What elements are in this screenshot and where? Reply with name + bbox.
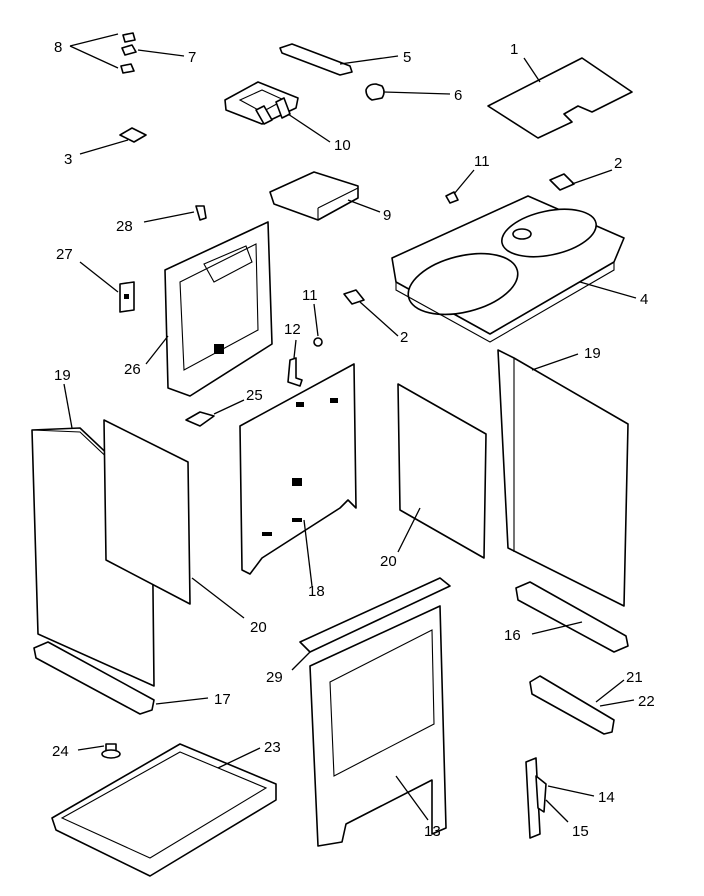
callout-10: 10 — [334, 137, 351, 154]
part-21-22-rail — [529, 675, 615, 735]
part-10-hinge — [224, 81, 299, 125]
part-1-sheet — [487, 57, 633, 139]
part-27-plate — [119, 281, 135, 313]
part-25-clip — [185, 411, 215, 427]
part-13-front-frame — [309, 605, 447, 847]
part-11-top-clip — [445, 191, 459, 204]
callout-2-mid: 2 — [400, 329, 408, 346]
part-12-bracket — [287, 357, 303, 387]
part-19-right-side-panel — [497, 349, 629, 607]
leader-lines — [63, 33, 637, 823]
callout-24: 24 — [52, 743, 69, 760]
part-29-strip — [299, 577, 451, 653]
callout-16: 16 — [504, 627, 521, 644]
callout-21: 21 — [626, 669, 643, 686]
callout-25: 25 — [246, 387, 263, 404]
callout-29: 29 — [266, 669, 283, 686]
part-2-top-clip — [549, 173, 575, 191]
callout-11-top: 11 — [474, 153, 490, 170]
callout-17: 17 — [214, 691, 231, 708]
part-28-screw — [195, 205, 207, 221]
callout-14: 14 — [598, 789, 615, 806]
callout-6: 6 — [454, 87, 462, 104]
part-17-trim — [33, 641, 155, 715]
callout-11-mid: 11 — [302, 287, 318, 304]
part-5-bracket — [279, 43, 353, 76]
callout-7: 7 — [188, 49, 196, 66]
callout-18: 18 — [308, 583, 325, 600]
part-4-cooktop — [391, 195, 625, 343]
callout-19-right: 19 — [584, 345, 601, 362]
part-2-mid-clip — [343, 289, 365, 305]
part-23-drawer-pan — [51, 743, 277, 877]
callout-19-left: 19 — [54, 367, 71, 384]
callout-22: 22 — [638, 693, 655, 710]
callout-4: 4 — [640, 291, 648, 308]
callout-numbers: 8 7 5 6 10 3 1 2 11 9 28 27 4 2 11 12 26… — [52, 39, 655, 840]
part-20-left-insulation — [103, 419, 191, 605]
callout-1: 1 — [510, 41, 518, 58]
callout-9: 9 — [383, 207, 391, 224]
part-8-7-clips — [120, 32, 137, 74]
part-6-cap — [365, 83, 385, 101]
callout-13: 13 — [424, 823, 441, 840]
part-3-clip — [119, 127, 147, 143]
part-26-back-panel — [164, 221, 273, 397]
callout-2-top: 2 — [614, 155, 622, 172]
callout-3: 3 — [64, 151, 72, 168]
part-24-leveler — [101, 743, 121, 759]
callout-23: 23 — [264, 739, 281, 756]
part-11-mid-nut — [313, 337, 323, 347]
part-9-bracket — [269, 171, 359, 221]
callout-20-right: 20 — [380, 553, 397, 570]
part-20-right-insulation — [397, 383, 487, 559]
part-16-trim — [515, 581, 629, 653]
callout-12: 12 — [284, 321, 301, 338]
callout-20-left: 20 — [250, 619, 267, 636]
part-18-rear-frame — [239, 363, 357, 575]
part-14-15-bracket — [525, 757, 547, 839]
callout-28: 28 — [116, 218, 133, 235]
callout-5: 5 — [403, 49, 411, 66]
callout-8: 8 — [54, 39, 62, 56]
callout-27: 27 — [56, 246, 73, 263]
callout-26: 26 — [124, 361, 141, 378]
callout-15: 15 — [572, 823, 589, 840]
